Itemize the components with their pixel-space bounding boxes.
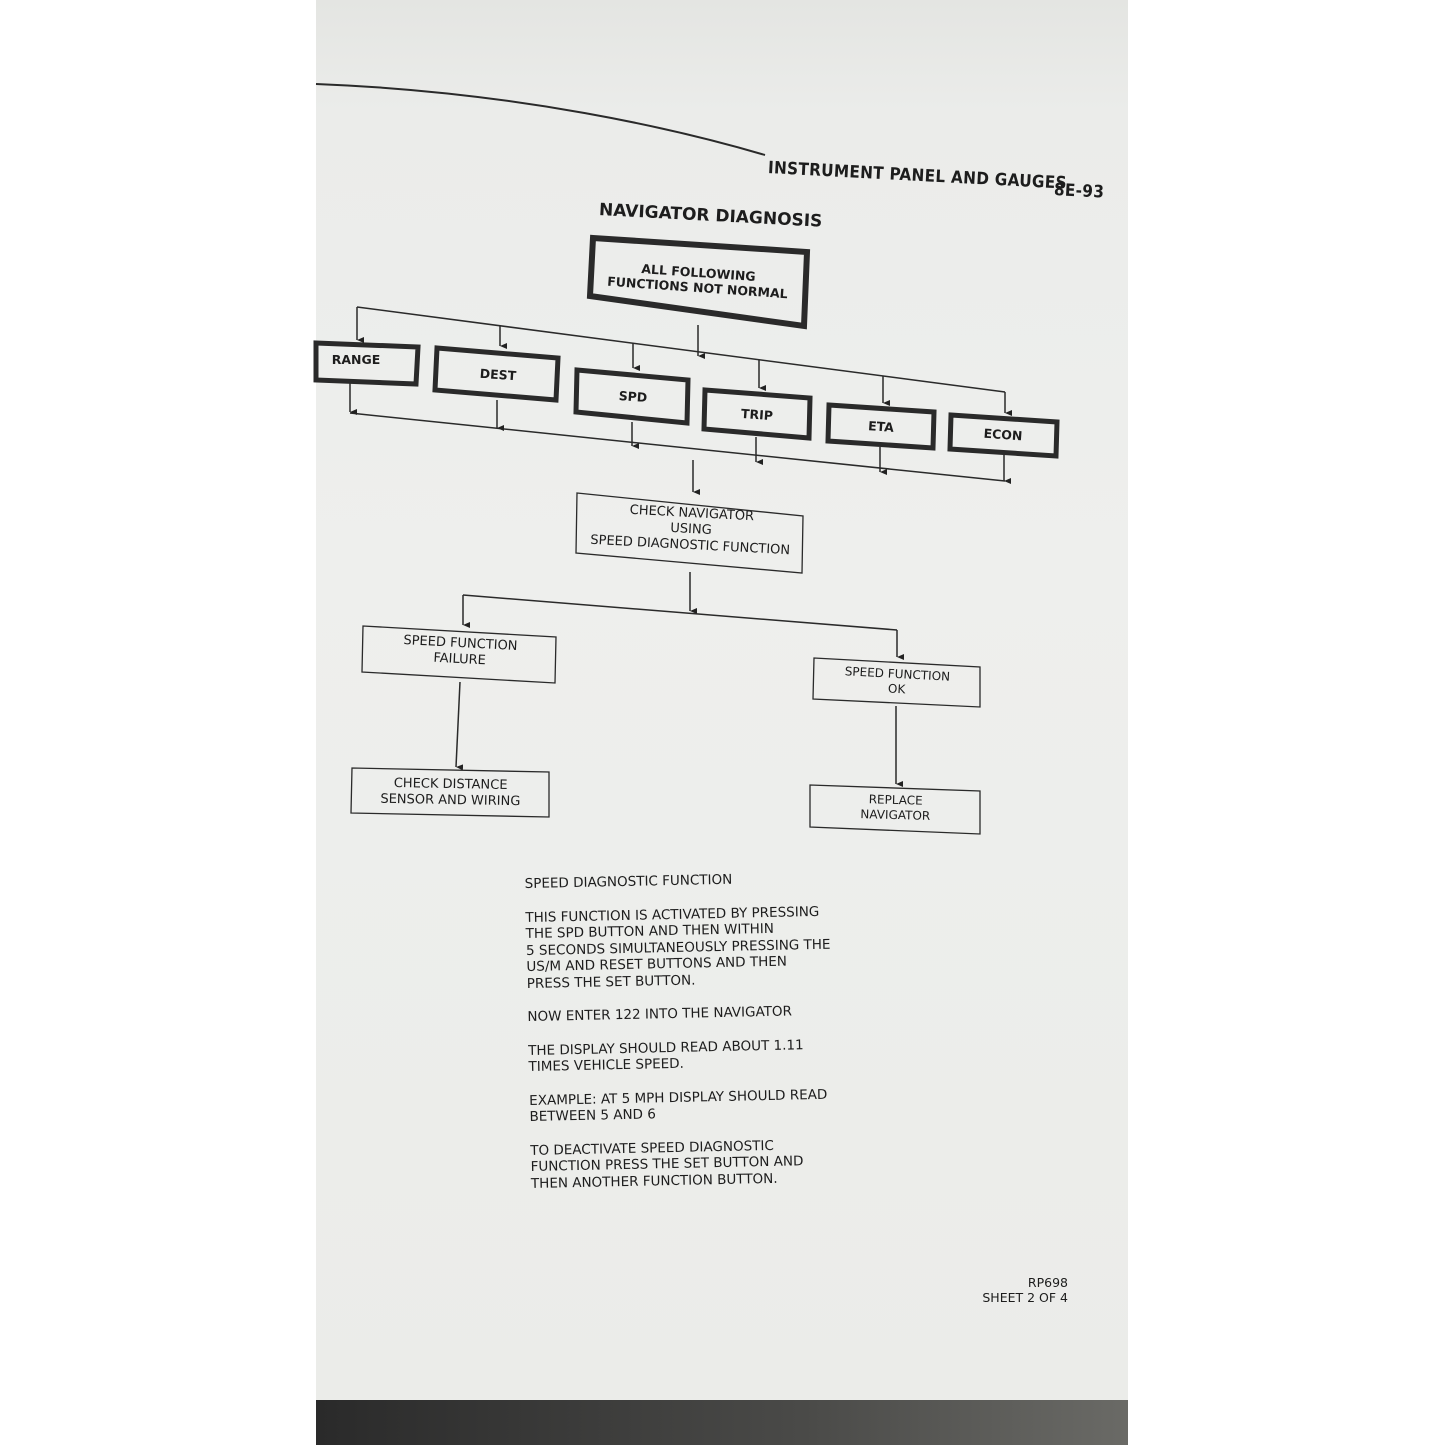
box-check <box>575 492 804 574</box>
node-line: SENSOR AND WIRING <box>380 791 521 810</box>
root-box <box>586 234 811 330</box>
box-spd <box>573 367 691 426</box>
notes-paragraph: NOW ENTER 122 INTO THE NAVIGATOR <box>527 1003 832 1026</box>
box-ok-action <box>809 784 981 835</box>
document-page <box>316 0 1128 1400</box>
notes-paragraph: TO DEACTIVATE SPEED DIAGNOSTIC FUNCTION … <box>530 1136 835 1192</box>
notes-line: PRESS THE SET BUTTON. <box>526 971 696 992</box>
header-page-number: 8E-93 <box>1053 180 1105 203</box>
node-replace-navigator: REPLACE NAVIGATOR <box>811 791 981 825</box>
notes-paragraph: EXAMPLE: AT 5 MPH DISPLAY SHOULD READ BE… <box>529 1086 834 1125</box>
box-eta <box>825 402 937 451</box>
header-rule <box>315 83 766 156</box>
box-range <box>313 340 421 387</box>
bottom-bus <box>349 412 1006 482</box>
box-failure-action <box>350 767 550 818</box>
footer: RP698 SHEET 2 OF 4 <box>960 1275 1068 1305</box>
notes-line: BETWEEN 5 AND 6 <box>529 1106 657 1125</box>
box-econ <box>947 412 1060 459</box>
notes-line: EXAMPLE: AT 5 MPH DISPLAY SHOULD READ <box>529 1086 828 1109</box>
notes-block: SPEED DIAGNOSTIC FUNCTION THIS FUNCTION … <box>525 870 836 1209</box>
background-surface <box>316 1400 1128 1445</box>
notes-paragraph: THIS FUNCTION IS ACTIVATED BY PRESSING T… <box>525 903 831 992</box>
notes-line: NOW ENTER 122 INTO THE NAVIGATOR <box>527 1003 793 1026</box>
top-bus <box>356 306 1006 393</box>
footer-sheet: SHEET 2 OF 4 <box>982 1290 1068 1305</box>
box-ok <box>812 657 981 708</box>
box-dest <box>432 345 561 403</box>
box-trip <box>701 387 813 441</box>
footer-code: RP698 <box>1027 1275 1068 1290</box>
node-range: RANGE <box>331 352 381 367</box>
notes-paragraph: THE DISPLAY SHOULD READ ABOUT 1.11 TIMES… <box>528 1036 833 1075</box>
node-check-distance-sensor: CHECK DISTANCE SENSOR AND WIRING <box>352 775 550 810</box>
box-failure <box>361 625 557 684</box>
notes-line: TIMES VEHICLE SPEED. <box>528 1055 685 1075</box>
